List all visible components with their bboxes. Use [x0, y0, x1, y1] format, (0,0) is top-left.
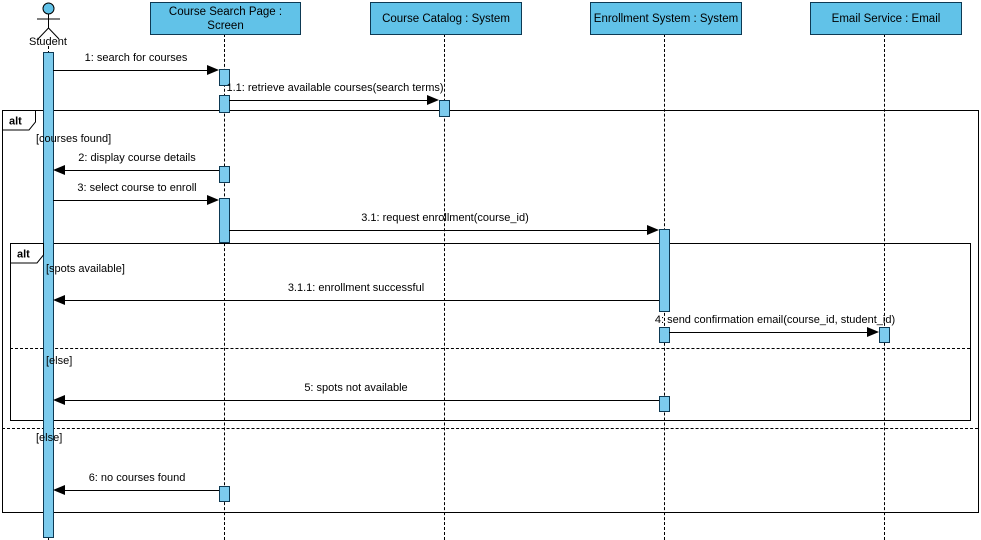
participant-label: Email Service : Email	[831, 12, 941, 25]
lifeline-email-service	[884, 34, 885, 540]
message-label: 4: send confirmation email(course_id, st…	[654, 314, 896, 326]
activation-csp-4	[219, 198, 230, 243]
message-line	[53, 200, 207, 201]
activation-enrollment-2	[659, 327, 670, 343]
message-label: 2: display course details	[78, 152, 196, 164]
message-line	[65, 170, 219, 171]
alt-frame-outer-operator-tag: alt	[2, 110, 36, 131]
message-label: 5: spots not available	[304, 382, 408, 394]
message-line	[65, 400, 659, 401]
alt-frame-inner-divider	[10, 348, 970, 349]
guard-outer-else: [else]	[36, 432, 63, 444]
arrowhead-icon	[207, 195, 219, 205]
activation-csp-2	[219, 95, 230, 113]
message-label: 3.1: request enrollment(course_id)	[361, 212, 529, 224]
message-line	[53, 70, 207, 71]
arrowhead-icon	[867, 327, 879, 337]
participant-course-search-page: Course Search Page : Screen	[150, 2, 301, 35]
arrowhead-icon	[53, 485, 65, 495]
message-line	[229, 100, 427, 101]
guard-courses-found: [courses found]	[36, 133, 112, 145]
message-line	[229, 230, 647, 231]
alt-frame-inner	[10, 243, 971, 421]
activation-enrollment-1	[659, 229, 670, 312]
message-label: 1: search for courses	[84, 52, 188, 64]
guard-spots-available: [spots available]	[46, 263, 125, 275]
arrowhead-icon	[53, 395, 65, 405]
arrowhead-icon	[207, 65, 219, 75]
message-label: 1.1: retrieve available courses(search t…	[226, 82, 444, 94]
alt-operator-label: alt	[17, 249, 30, 261]
guard-inner-else: [else]	[46, 355, 73, 367]
message-line	[669, 332, 867, 333]
arrowhead-icon	[53, 295, 65, 305]
participant-course-catalog: Course Catalog : System	[370, 2, 522, 35]
participant-email-service: Email Service : Email	[810, 2, 962, 35]
participant-label: Course Search Page : Screen	[168, 5, 283, 32]
actor-icon	[37, 2, 60, 40]
activation-catalog-1	[439, 100, 450, 117]
alt-frame-outer-divider	[2, 428, 978, 429]
alt-operator-label: alt	[9, 116, 22, 128]
activation-email-1	[879, 327, 890, 343]
message-line	[65, 300, 659, 301]
arrowhead-icon	[647, 225, 659, 235]
message-line	[65, 490, 219, 491]
message-label: 6: no courses found	[88, 472, 186, 484]
lifeline-course-catalog	[444, 34, 445, 540]
alt-frame-outer	[2, 110, 979, 513]
activation-enrollment-3	[659, 396, 670, 412]
participant-enrollment-system: Enrollment System : System	[590, 2, 742, 35]
activation-csp-5	[219, 486, 230, 502]
actor-name: Student	[29, 36, 67, 48]
lifeline-course-search-page	[224, 34, 225, 540]
activation-csp-1	[219, 69, 230, 86]
alt-frame-inner-operator-tag: alt	[10, 243, 44, 264]
activation-csp-3	[219, 166, 230, 183]
participant-label: Course Catalog : System	[382, 12, 510, 25]
arrowhead-icon	[427, 95, 439, 105]
message-label: 3.1.1: enrollment successful	[287, 282, 425, 294]
arrowhead-icon	[53, 165, 65, 175]
participant-label: Enrollment System : System	[593, 12, 739, 25]
message-label: 3: select course to enroll	[77, 182, 197, 194]
